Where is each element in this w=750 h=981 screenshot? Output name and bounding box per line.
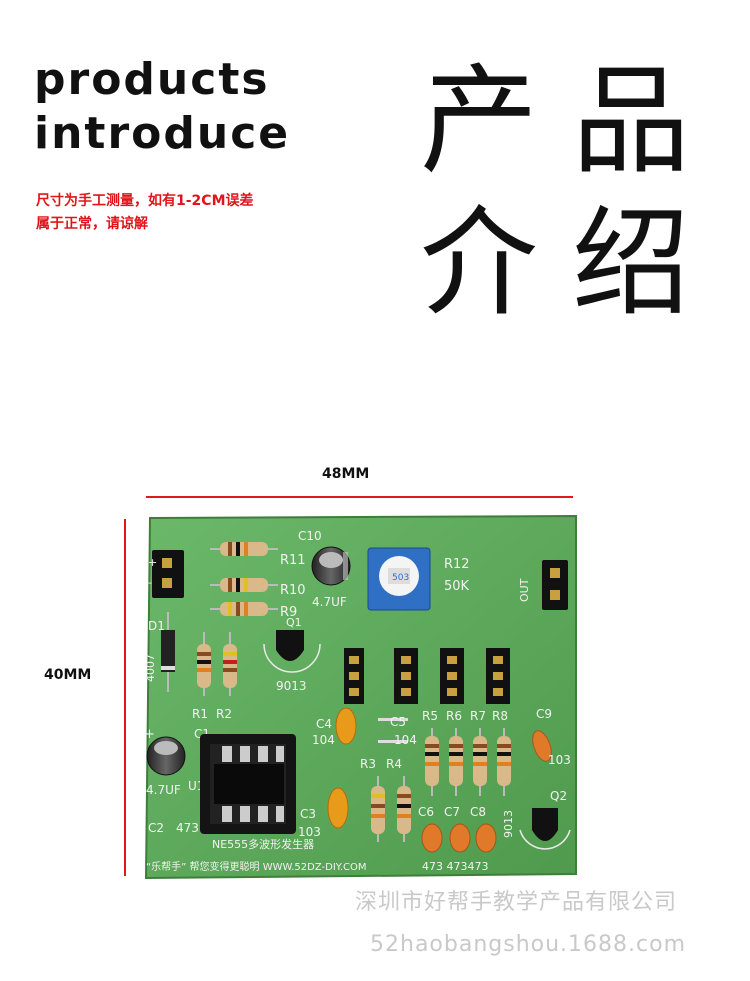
- resistors-r9-r11: [210, 542, 278, 616]
- capacitor-c1: [146, 736, 186, 776]
- label-c4-value: 104: [312, 733, 335, 747]
- label-c7: C7: [444, 805, 460, 819]
- label-c9-value: 103: [548, 753, 571, 767]
- label-c2: C2: [148, 821, 164, 835]
- label-q2: Q2: [550, 789, 567, 803]
- label-r7: R7: [470, 709, 486, 723]
- label-r9: R9: [280, 605, 297, 620]
- ic-ne555: [200, 734, 296, 834]
- label-r3: R3: [360, 757, 376, 771]
- pcb-photo: + - R11 R10 R9 C10 4.7UF 503 R12 50K: [144, 514, 577, 880]
- measurement-note-line2: 属于正常，请谅解: [36, 216, 148, 232]
- label-c6: C6: [418, 805, 434, 819]
- power-header: + -: [148, 550, 184, 598]
- svg-text:+: +: [144, 727, 155, 742]
- label-r4: R4: [386, 757, 402, 771]
- watermark-url: 52haobangshou.1688.com: [370, 932, 687, 957]
- capacitors-c6-c8: [421, 823, 497, 853]
- resistors-r1-r2: [197, 632, 237, 696]
- label-c5: C5: [390, 715, 406, 729]
- label-q1-part: 9013: [276, 679, 307, 693]
- label-r6: R6: [446, 709, 462, 723]
- capacitor-c9: [532, 730, 552, 762]
- pcb-footer-text: “乐帮手” 帮您变得更聪明 WWW.52DZ-DIY.COM: [146, 860, 367, 873]
- width-dimension-label: 48MM: [322, 466, 370, 482]
- label-r12-value: 50K: [444, 579, 470, 594]
- height-dimension-label: 40MM: [44, 667, 92, 683]
- cn-title-char-4: 绍: [572, 194, 691, 332]
- label-d1: D1: [148, 619, 165, 633]
- label-out: OUT: [518, 578, 531, 602]
- cn-title-char-1: 产: [420, 52, 539, 190]
- label-c2-value: 473: [176, 821, 199, 835]
- transistor-q2: [519, 808, 571, 850]
- jumper-headers: [344, 648, 510, 704]
- watermark-company: 深圳市好帮手教学产品有限公司: [355, 890, 678, 915]
- potentiometer-r12: 503: [367, 547, 431, 611]
- measurement-note-line1: 尺寸为手工测量，如有1-2CM误差: [36, 193, 254, 209]
- label-q2-part: 9013: [502, 810, 515, 838]
- pcb-board: + - R11 R10 R9 C10 4.7UF 503 R12 50K: [140, 512, 580, 886]
- capacitor-c3: [327, 787, 349, 829]
- label-q1: Q1: [286, 616, 302, 629]
- label-c5-value: 104: [394, 733, 417, 747]
- height-dimension-line: [124, 519, 126, 876]
- label-uf-top: 4.7UF: [312, 595, 347, 609]
- label-r1: R1: [192, 707, 208, 721]
- label-c678-values: 473 473473: [422, 860, 488, 873]
- capacitor-c10: [311, 546, 351, 586]
- resistors-r5-r8: [425, 728, 511, 796]
- output-header: [542, 560, 568, 610]
- title-products: products: [34, 54, 270, 105]
- label-d1-part: 4007: [144, 654, 157, 682]
- label-r12: R12: [444, 557, 470, 572]
- transistor-q1: [263, 630, 321, 673]
- label-c4: C4: [316, 717, 332, 731]
- resistors-r3-r4: [371, 776, 411, 842]
- label-r10: R10: [280, 583, 306, 598]
- label-uf-bottom: 4.7UF: [146, 783, 181, 797]
- title-introduce: introduce: [34, 108, 291, 159]
- label-r5: R5: [422, 709, 438, 723]
- label-r2: R2: [216, 707, 232, 721]
- width-dimension-line: [146, 496, 573, 498]
- cn-title-char-2: 品: [572, 52, 691, 190]
- svg-text:-: -: [148, 576, 152, 589]
- cn-title-char-3: 介: [420, 194, 539, 332]
- label-c3-value: 103: [298, 825, 321, 839]
- label-c10: C10: [298, 529, 322, 543]
- svg-text:503: 503: [392, 573, 409, 583]
- label-c3: C3: [300, 807, 316, 821]
- capacitor-c4: [335, 707, 357, 745]
- label-r11: R11: [280, 553, 306, 568]
- svg-text:+: +: [148, 556, 157, 569]
- label-ne555: NE555多波形发生器: [212, 837, 314, 851]
- capacitor-c5: [378, 718, 408, 743]
- label-r8: R8: [492, 709, 508, 723]
- diode-d1: [161, 612, 175, 692]
- label-c8: C8: [470, 805, 486, 819]
- label-c9: C9: [536, 707, 552, 721]
